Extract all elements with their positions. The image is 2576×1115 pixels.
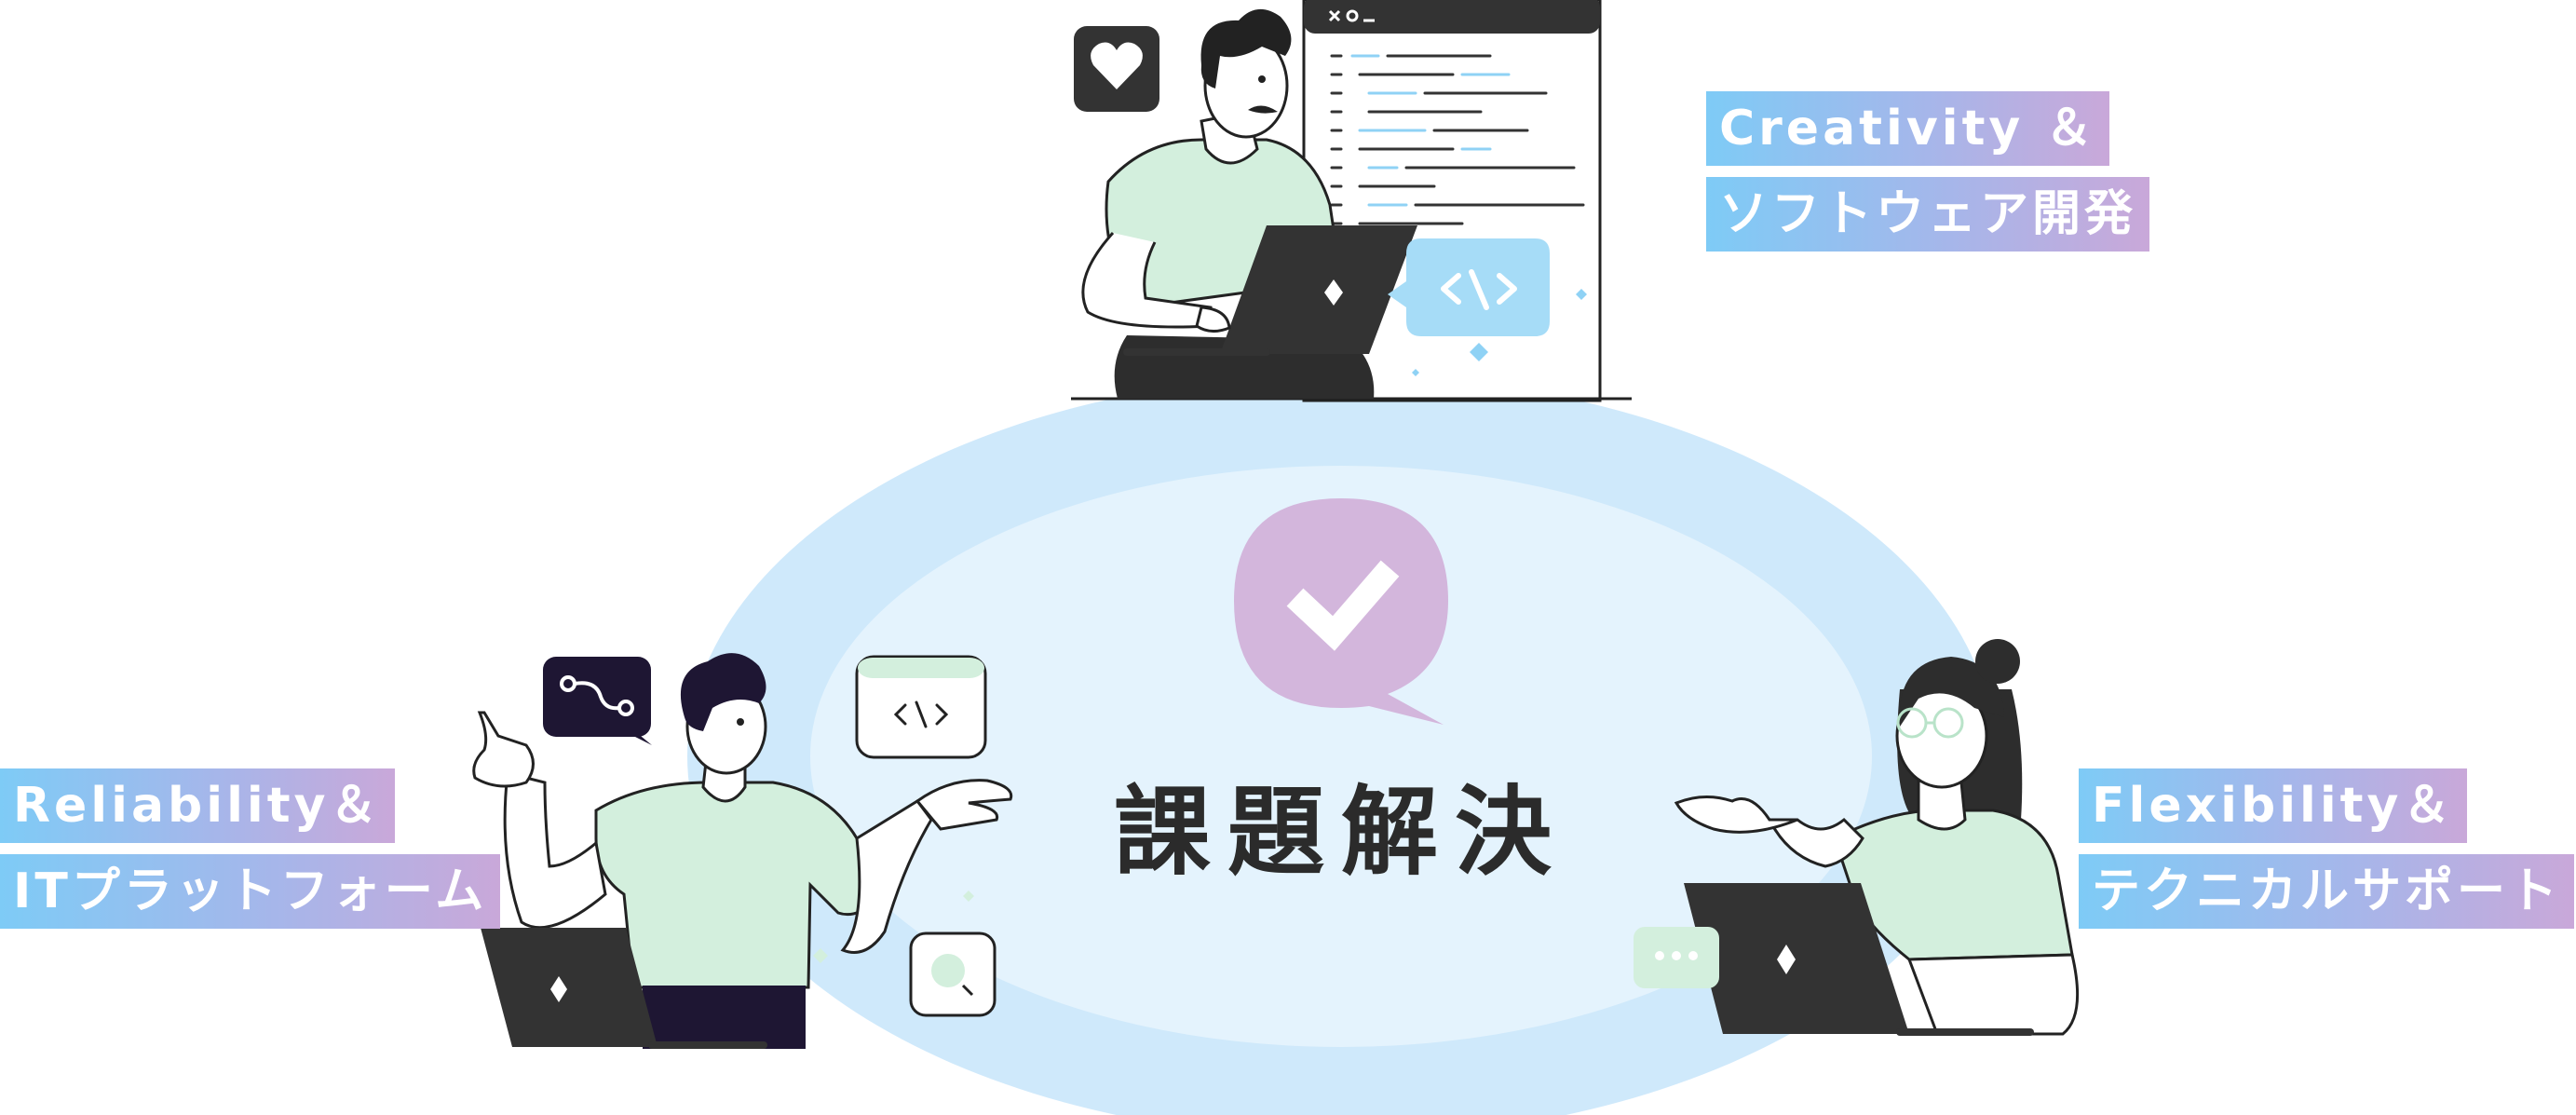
code-badge bbox=[1388, 238, 1550, 336]
presenter-eye bbox=[737, 718, 744, 726]
code-window-titlebar bbox=[1304, 0, 1600, 34]
code-icon bbox=[1441, 269, 1517, 310]
presenter-left-hand bbox=[472, 711, 535, 788]
browser-badge-bar bbox=[858, 658, 984, 678]
heart-icon bbox=[1091, 42, 1143, 89]
check-bubble bbox=[1234, 498, 1448, 725]
eye bbox=[1258, 75, 1266, 83]
label-reliability: Reliability＆ bbox=[0, 768, 395, 843]
route-icon bbox=[560, 675, 634, 716]
sparkle-small bbox=[1576, 289, 1587, 300]
label-flexibility: Flexibility＆ bbox=[2079, 768, 2468, 843]
presenter-left-arm bbox=[503, 771, 607, 930]
support-arm bbox=[1767, 817, 1864, 868]
browser-code-icon bbox=[893, 700, 949, 728]
search-icon bbox=[931, 954, 974, 997]
code-lines bbox=[1330, 54, 1585, 225]
hand bbox=[1195, 306, 1231, 333]
hair bbox=[1200, 8, 1292, 88]
label-technical-support: テクニカルサポート bbox=[2079, 854, 2575, 929]
support-lower bbox=[1906, 953, 2080, 1036]
sparkle-tiny bbox=[1412, 369, 1419, 376]
center-title: 課題解決 bbox=[1113, 775, 1568, 889]
label-it-platform: ITプラットフォーム bbox=[0, 854, 501, 929]
support-laptop bbox=[1684, 883, 1909, 1034]
window-controls-icon bbox=[1328, 9, 1375, 22]
support-neck bbox=[1917, 771, 1967, 831]
presenter-pants bbox=[643, 986, 806, 1049]
presenter-laptop-logo bbox=[550, 976, 567, 1002]
ellipsis-icon bbox=[1655, 951, 1698, 960]
presenter-laptop bbox=[481, 928, 658, 1047]
laptop bbox=[1220, 225, 1417, 354]
support-hair bbox=[1899, 657, 2004, 727]
presenter-right-arm bbox=[840, 799, 933, 954]
support-laptop-logo bbox=[1777, 945, 1796, 974]
inner-ellipse bbox=[810, 466, 1872, 1047]
mustache bbox=[1248, 105, 1278, 114]
presenter-figure bbox=[472, 653, 1013, 1049]
support-bun bbox=[1975, 639, 2020, 684]
label-software-development: ソフトウェア開発 bbox=[1706, 177, 2150, 252]
route-badge bbox=[543, 657, 651, 737]
sparkle-left bbox=[813, 948, 828, 963]
label-creativity: Creativity ＆ bbox=[1706, 91, 2110, 166]
presenter-hair bbox=[680, 653, 766, 731]
support-figure bbox=[1634, 639, 2080, 1036]
browser-badge bbox=[855, 655, 987, 759]
developer-figure bbox=[1071, 0, 1632, 402]
support-glasses bbox=[1896, 707, 1964, 739]
support-hand bbox=[1674, 795, 1798, 834]
sparkle bbox=[1470, 343, 1488, 361]
presenter-right-hand bbox=[915, 779, 1013, 831]
laptop-logo bbox=[1324, 279, 1343, 306]
arm bbox=[1081, 231, 1213, 329]
sparkle-left-small bbox=[963, 891, 974, 902]
check-icon bbox=[1286, 560, 1400, 651]
